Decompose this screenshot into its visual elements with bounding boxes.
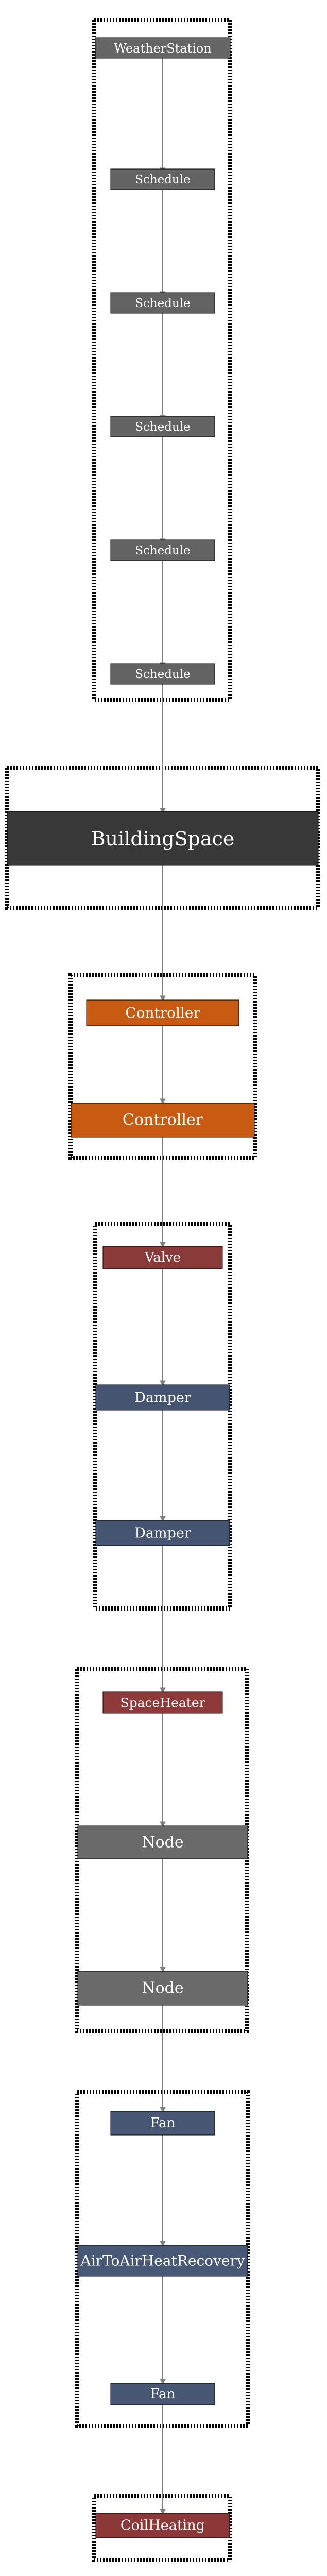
node-label: Controller <box>123 1111 203 1129</box>
node-box <box>102 1246 223 1269</box>
node-label: Node <box>142 1834 183 1852</box>
node-box <box>77 1971 248 2006</box>
node-label: WeatherStation <box>114 41 212 56</box>
arrowhead <box>160 995 166 1002</box>
node-label: Controller <box>125 1005 200 1022</box>
node-label: CoilHeating <box>121 2518 205 2534</box>
node-schedule-4[interactable]: Schedule <box>110 539 215 561</box>
arrowhead <box>160 1821 166 1828</box>
node-box <box>110 292 215 314</box>
node-box <box>110 416 215 437</box>
edge-layer <box>160 58 166 2515</box>
node-valve[interactable]: Valve <box>102 1246 223 1269</box>
node-fan-2[interactable]: Fan <box>110 2383 215 2405</box>
node-box <box>110 2111 215 2136</box>
arrowhead <box>160 2509 166 2515</box>
node-label: Node <box>142 1979 183 1997</box>
node-label: Schedule <box>135 668 191 681</box>
node-label: Damper <box>134 1526 191 1541</box>
arrowhead <box>160 1242 166 1248</box>
arrowhead <box>160 1516 166 1522</box>
node-label: Fan <box>150 2115 176 2131</box>
node-box <box>95 2513 230 2538</box>
node-box <box>95 37 231 59</box>
arrowhead <box>160 2107 166 2113</box>
node-label: Schedule <box>135 173 191 187</box>
node-box <box>71 1103 255 1138</box>
node-space-heater[interactable]: SpaceHeater <box>102 1691 223 1714</box>
node-building-space[interactable]: BuildingSpace <box>7 811 319 866</box>
node-box <box>110 2383 215 2405</box>
node-box <box>86 999 239 1026</box>
arrowhead <box>160 1098 166 1105</box>
node-coil-heating[interactable]: CoilHeating <box>95 2513 230 2538</box>
node-box <box>110 539 215 561</box>
cluster-weather <box>92 18 232 702</box>
node-node-1[interactable]: Node <box>77 1825 248 1859</box>
node-box <box>77 2245 248 2277</box>
node-label: BuildingSpace <box>91 827 235 850</box>
node-label: SpaceHeater <box>120 1696 205 1710</box>
arrowhead <box>160 1687 166 1694</box>
node-heat-recovery[interactable]: AirToAirHeatRecovery <box>77 2245 248 2277</box>
node-label: Valve <box>144 1250 181 1265</box>
node-box <box>110 663 215 685</box>
node-damper-2[interactable]: Damper <box>95 1520 230 1546</box>
node-weather-station[interactable]: WeatherStation <box>95 37 231 59</box>
node-label: Schedule <box>135 544 191 557</box>
node-box <box>95 1384 230 1411</box>
node-schedule-2[interactable]: Schedule <box>110 292 215 314</box>
node-box <box>102 1691 223 1714</box>
node-label: Schedule <box>135 420 191 434</box>
node-label: Fan <box>150 2386 176 2402</box>
arrowhead <box>160 2241 166 2247</box>
arrowhead <box>160 1380 166 1387</box>
node-schedule-1[interactable]: Schedule <box>110 168 215 190</box>
arrowhead <box>160 1967 166 1973</box>
node-controller-1[interactable]: Controller <box>86 999 239 1026</box>
node-damper-1[interactable]: Damper <box>95 1384 230 1411</box>
node-label: Schedule <box>135 297 191 310</box>
node-node-2[interactable]: Node <box>77 1971 248 2006</box>
node-label: AirToAirHeatRecovery <box>80 2252 245 2269</box>
node-fan-1[interactable]: Fan <box>110 2111 215 2136</box>
node-label: Damper <box>134 1390 191 1406</box>
node-box <box>95 1520 230 1546</box>
node-box <box>77 1825 248 1859</box>
node-box <box>7 811 319 866</box>
node-box <box>110 168 215 190</box>
node-schedule-3[interactable]: Schedule <box>110 416 215 437</box>
node-schedule-5[interactable]: Schedule <box>110 663 215 685</box>
node-controller-2[interactable]: Controller <box>71 1103 255 1138</box>
arrowhead <box>160 2379 166 2385</box>
arrowhead <box>160 808 166 815</box>
